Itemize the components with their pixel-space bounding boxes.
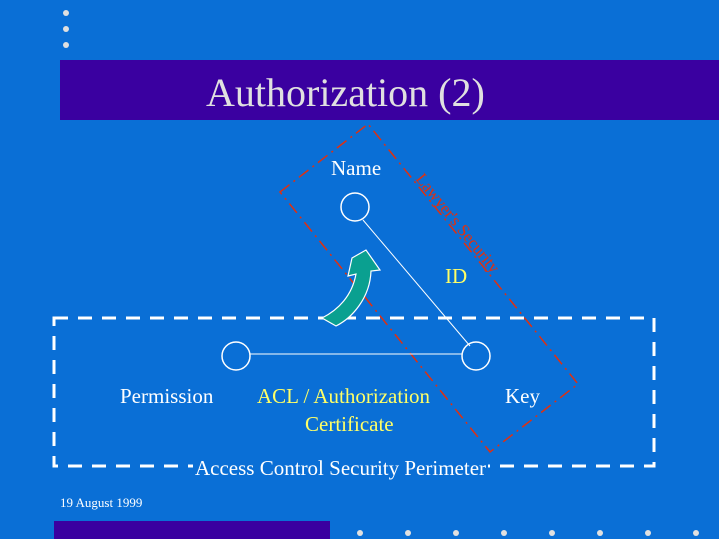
curved-arrow-icon xyxy=(320,249,382,327)
key-node xyxy=(461,341,491,371)
lawyers-security-label: Lawyer's Security xyxy=(412,170,504,278)
bottom-bar xyxy=(54,521,330,539)
id-label: ID xyxy=(445,264,468,288)
acl-label-line2: Certificate xyxy=(305,412,394,436)
lawyers-security-boundary xyxy=(278,122,580,454)
acl-label-line1: ACL / Authorization xyxy=(257,384,431,408)
name-key-line xyxy=(362,219,471,347)
perimeter-label: Access Control Security Perimeter xyxy=(193,456,489,480)
name-label: Name xyxy=(331,156,382,180)
permission-label: Permission xyxy=(120,384,214,408)
decor-dots-bottom xyxy=(357,530,699,536)
access-control-perimeter xyxy=(52,316,656,468)
slide-date: 19 August 1999 xyxy=(60,495,143,510)
decor-dots-top xyxy=(63,10,69,48)
title-bar xyxy=(60,60,719,120)
permission-node xyxy=(221,341,251,371)
key-label: Key xyxy=(505,384,540,408)
name-node xyxy=(340,192,370,222)
slide-title: Authorization (2) xyxy=(206,70,485,115)
